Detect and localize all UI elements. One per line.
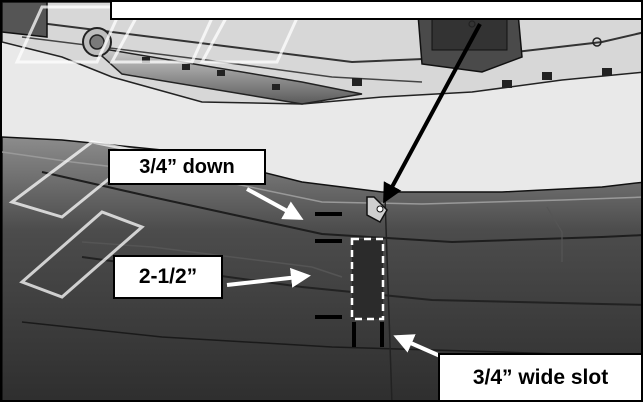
frame-assembly	[2, 2, 641, 105]
callout-down: 3/4” down	[108, 149, 266, 185]
bumper	[2, 136, 641, 400]
callout-top	[110, 2, 641, 20]
callout-height: 2-1/2”	[113, 255, 223, 299]
slot-outline	[350, 237, 385, 321]
arrow-icon-height	[226, 267, 311, 288]
callout-slot-width: 3/4” wide slot	[438, 353, 641, 400]
arrow-icon-down	[246, 187, 304, 220]
measurement-marks	[315, 212, 384, 347]
arrow-icon-top	[383, 23, 482, 204]
